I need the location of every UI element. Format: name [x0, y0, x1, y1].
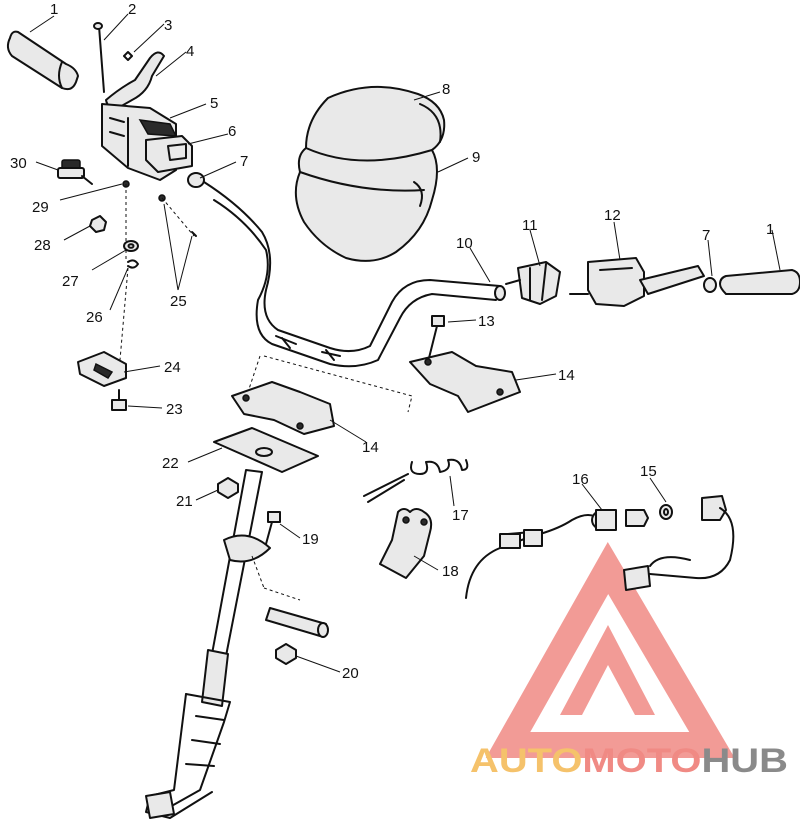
callout-5: 5 — [210, 95, 218, 112]
callout-1-right: 1 — [766, 221, 774, 238]
callout-2: 2 — [128, 1, 136, 18]
callout-6: 6 — [228, 123, 236, 140]
leader-lines — [29, 13, 781, 673]
callout-26: 26 — [86, 309, 103, 326]
small-nut-28 — [89, 215, 107, 233]
callout-14-left: 14 — [362, 439, 379, 456]
callout-12: 12 — [604, 207, 621, 224]
callout-27: 27 — [62, 273, 79, 290]
washer-27 — [123, 240, 139, 252]
callout-1-left: 1 — [50, 1, 58, 18]
callouts: 1 2 3 4 5 6 7 8 9 10 11 12 7 1 13 14 14 … — [10, 1, 774, 682]
callout-15: 15 — [640, 463, 657, 480]
coil-cable — [363, 458, 469, 503]
spacer-tube — [265, 607, 329, 638]
callout-22: 22 — [162, 455, 179, 472]
logo-m-icon — [560, 625, 655, 715]
callout-7-left: 7 — [240, 153, 248, 170]
callout-25: 25 — [170, 293, 187, 310]
right-end-cap — [703, 277, 717, 293]
handlebar-end-cap-7 — [187, 172, 205, 188]
bolt-23 — [111, 389, 127, 411]
lockwasher-26 — [127, 259, 139, 269]
bracket-18 — [379, 508, 433, 579]
callout-28: 28 — [34, 237, 51, 254]
mount-plate-24 — [77, 351, 127, 387]
callout-18: 18 — [442, 563, 459, 580]
callout-20: 20 — [342, 665, 359, 682]
callout-23: 23 — [166, 401, 183, 418]
callout-29: 29 — [32, 199, 49, 216]
washer-15 — [659, 504, 673, 520]
steering-plate — [213, 427, 319, 473]
key-switch-body-16 — [591, 509, 617, 531]
watermark-part2: MOTO — [582, 742, 701, 780]
key-switch-rear — [623, 495, 735, 591]
callout-17: 17 — [452, 507, 469, 524]
handlebar — [203, 181, 506, 368]
watermark-part1: AUTO — [470, 742, 582, 780]
watermark-logo — [485, 541, 735, 758]
bolt-19 — [265, 511, 281, 545]
callout-10: 10 — [456, 235, 473, 252]
brake-bracket — [505, 261, 561, 305]
kill-switch — [57, 159, 93, 185]
upper-clamp — [409, 351, 521, 413]
callout-30: 30 — [10, 155, 27, 172]
callout-4: 4 — [186, 43, 194, 60]
watermark-part3: HUB — [701, 742, 788, 780]
throttle-switch — [145, 135, 193, 173]
handlebar-pad — [294, 85, 446, 262]
nut-21 — [217, 477, 239, 499]
throttle-lever — [105, 51, 165, 110]
nut-20 — [275, 643, 297, 665]
steering-post — [211, 469, 301, 657]
left-grip — [6, 30, 79, 91]
key-switch-cylinder — [625, 509, 649, 527]
key-switch-wires — [465, 514, 601, 599]
throttle-pin — [93, 22, 105, 93]
callout-7-right: 7 — [702, 227, 710, 244]
lower-steering-column — [145, 649, 231, 819]
housing-screws — [122, 180, 197, 260]
screw-small — [123, 51, 133, 61]
callout-19: 19 — [302, 531, 319, 548]
callout-8: 8 — [442, 81, 450, 98]
brake-master-cylinder — [569, 257, 705, 307]
callout-13: 13 — [478, 313, 495, 330]
lower-clamp — [231, 381, 335, 435]
logo-triangle-icon — [485, 541, 735, 758]
callout-14-right: 14 — [558, 367, 575, 384]
callout-21: 21 — [176, 493, 193, 510]
bolt-13 — [427, 315, 445, 363]
callout-11: 11 — [522, 217, 538, 234]
right-grip — [719, 269, 800, 295]
callout-16: 16 — [572, 471, 589, 488]
callout-24: 24 — [164, 359, 181, 376]
callout-3: 3 — [164, 17, 172, 34]
callout-9: 9 — [472, 149, 480, 166]
